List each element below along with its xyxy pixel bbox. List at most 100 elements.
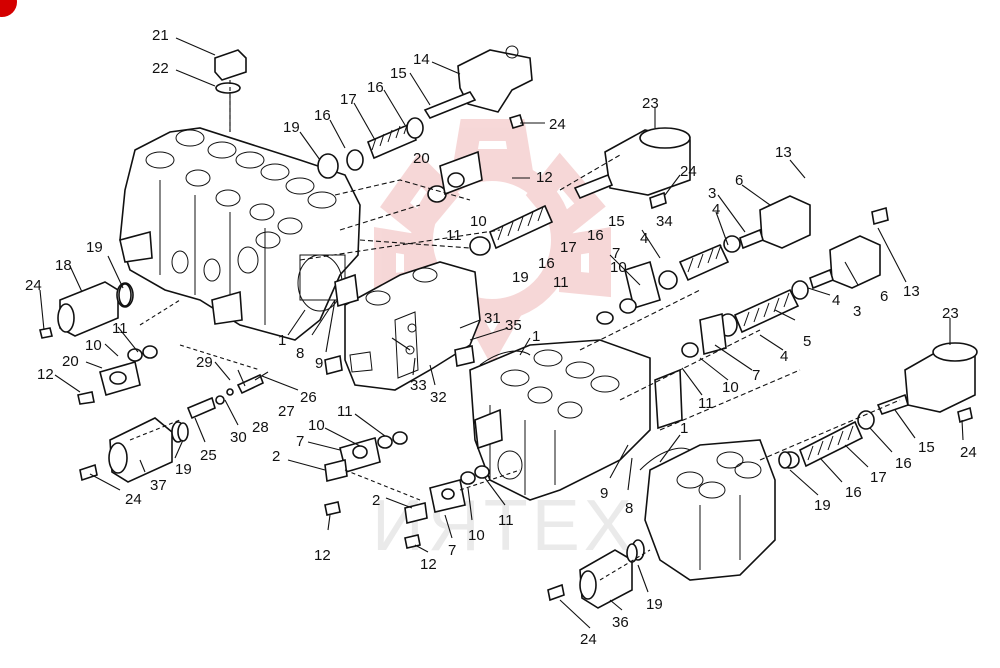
part-label: 13 (775, 144, 792, 161)
orings-19 (118, 283, 792, 563)
part-label: 2 (272, 448, 280, 465)
pilot-cap-23-upper (573, 127, 691, 210)
part-label: 26 (300, 389, 317, 406)
part-label: 30 (230, 429, 247, 446)
part-label: 17 (560, 239, 577, 256)
lower-right-valve-body (639, 439, 776, 581)
relief-cap-6-lower (809, 206, 889, 290)
part-label: 16 (587, 227, 604, 244)
part-label: 18 (55, 257, 72, 274)
pilot-cap-18 (39, 281, 134, 339)
part-label: 2 (372, 492, 380, 509)
center-valve-body (469, 339, 683, 501)
part-number-labels: 21 22 14 15 16 17 16 19 24 23 20 12 24 1… (25, 27, 977, 648)
part-label: 3 (853, 303, 861, 320)
part-label: 29 (196, 354, 213, 371)
part-label: 4 (640, 230, 648, 247)
part-label: 19 (512, 269, 529, 286)
spring-stack-middle (427, 150, 554, 256)
part-label: 10 (470, 213, 487, 230)
part-label: 3 (708, 185, 716, 202)
part-label: 10 (308, 417, 325, 434)
part-label: 34 (656, 213, 673, 230)
part-label: 8 (625, 500, 633, 517)
part-label: 1 (680, 420, 688, 437)
part-label: 11 (112, 320, 128, 337)
part-label: 16 (367, 79, 384, 96)
spring-stack-upper (317, 117, 424, 179)
part-label: 16 (845, 484, 862, 501)
part-label: 27 (278, 403, 295, 420)
part-label: 15 (608, 213, 625, 230)
part-label: 24 (25, 277, 42, 294)
part-label: 10 (85, 337, 102, 354)
part-label: 11 (553, 274, 569, 291)
part-label: 22 (152, 60, 169, 77)
part-label: 20 (62, 353, 79, 370)
part-label: 19 (86, 239, 103, 256)
part-label: 9 (315, 355, 323, 372)
part-label: 19 (814, 497, 831, 514)
part-label: 10 (610, 259, 627, 276)
part-label: 25 (200, 447, 217, 464)
part-label: 10 (468, 527, 485, 544)
part-label: 7 (752, 367, 760, 384)
part-label: 4 (832, 292, 840, 309)
part-label: 17 (340, 91, 357, 108)
part-label: 31 (484, 310, 501, 327)
relief-cap-6-upper (739, 195, 811, 250)
part-label: 28 (252, 419, 269, 436)
part-label: 35 (505, 317, 522, 334)
part-label: 17 (870, 469, 887, 486)
part-label: 19 (283, 119, 300, 136)
part-label: 16 (895, 455, 912, 472)
watermark: ИЯТЕХ (372, 119, 636, 566)
part-label: 7 (448, 542, 456, 559)
part-label: 16 (538, 255, 555, 272)
part-label: 12 (420, 556, 437, 573)
part-label: 12 (314, 547, 331, 564)
pilot-cap-37 (79, 417, 185, 483)
corner-badge (0, 0, 17, 17)
part-label: 20 (413, 150, 430, 167)
part-label: 13 (903, 283, 920, 300)
watermark-text: ИЯТЕХ (372, 486, 636, 566)
part-label: 11 (698, 395, 714, 412)
part-label: 15 (918, 439, 935, 456)
spring-stack-34 (596, 235, 741, 325)
part-label: 21 (152, 27, 169, 44)
part-label: 11 (337, 403, 353, 420)
part-label: 10 (722, 379, 739, 396)
part-label: 1 (278, 332, 286, 349)
part-label: 7 (296, 433, 304, 450)
part-label: 24 (580, 631, 597, 648)
part-label: 19 (175, 461, 192, 478)
pilot-cap-23-lower (876, 342, 978, 424)
part-label: 11 (446, 227, 462, 244)
part-label: 9 (600, 485, 608, 502)
part-label: 15 (390, 65, 407, 82)
small-parts-25-30 (186, 373, 265, 420)
part-label: 12 (37, 366, 54, 383)
part-label: 37 (150, 477, 167, 494)
pilot-cap-36 (547, 539, 645, 609)
part-label: 6 (735, 172, 743, 189)
flange-20-left (77, 345, 158, 405)
main-valve-body (119, 127, 361, 341)
part-label: 24 (680, 163, 697, 180)
middle-valve-body (324, 261, 481, 391)
leader-lines (39, 37, 964, 629)
part-label: 7 (612, 245, 620, 262)
part-label: 23 (642, 95, 659, 112)
part-label: 19 (646, 596, 663, 613)
part-label: 24 (125, 491, 142, 508)
part-label: 16 (314, 107, 331, 124)
part-label: 24 (960, 444, 977, 461)
part-label: 6 (880, 288, 888, 305)
part-label: 4 (712, 201, 720, 218)
part-label: 4 (780, 348, 788, 365)
part-label: 36 (612, 614, 629, 631)
part-label: 23 (942, 305, 959, 322)
part-label: 12 (536, 169, 553, 186)
